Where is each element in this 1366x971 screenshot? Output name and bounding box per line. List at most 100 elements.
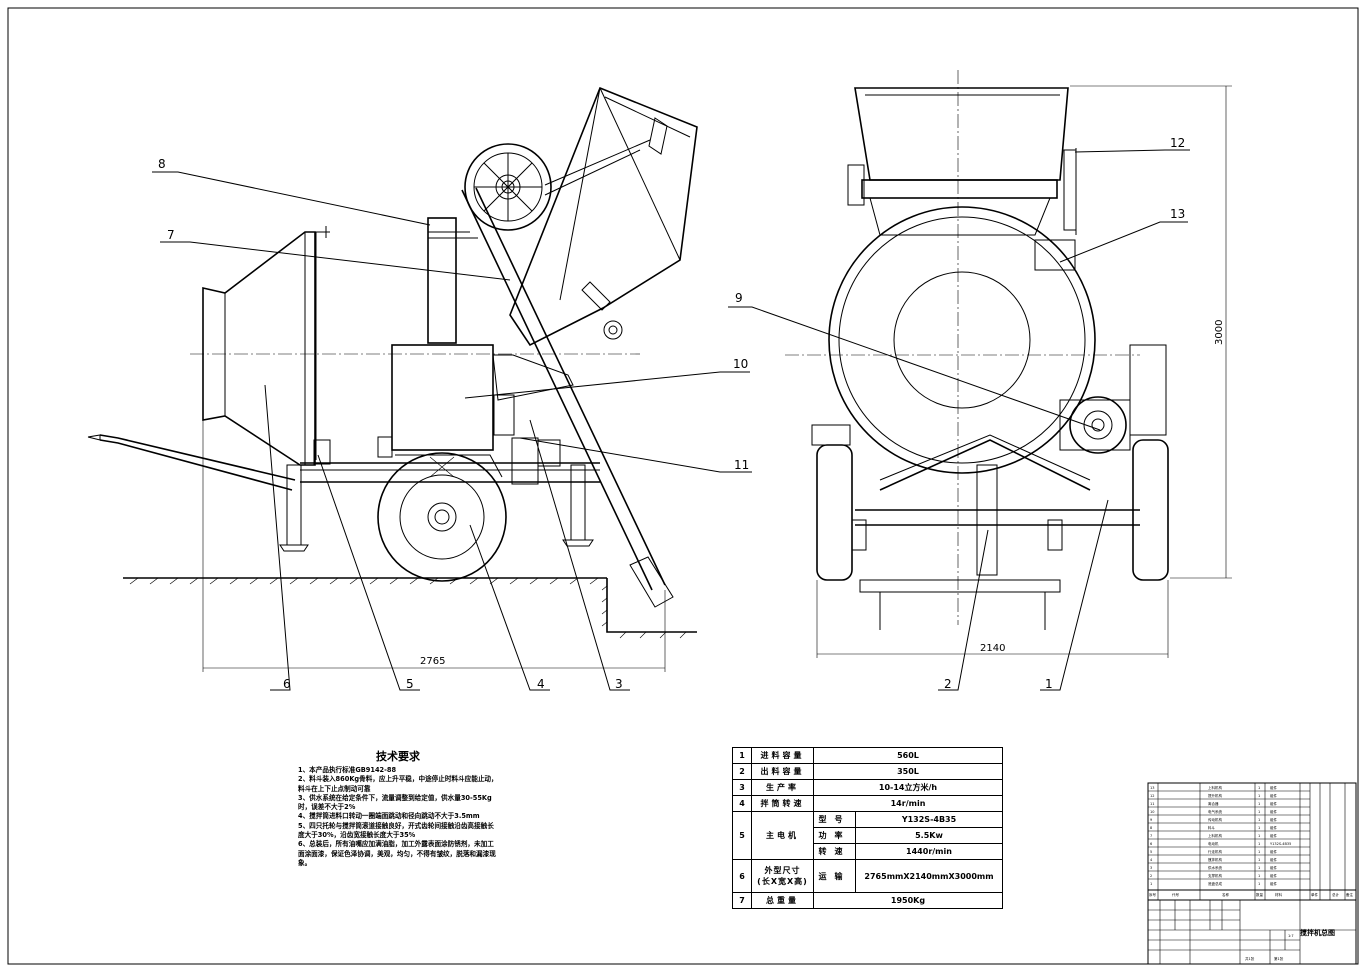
- svg-text:上料机构: 上料机构: [1208, 785, 1223, 790]
- wheel-side: [377, 452, 507, 582]
- requirement-item: 5、四只托轮与搅拌筒滚道接触良好，开式齿轮间接触沿齿高接触长度大于30%，沿齿宽…: [298, 821, 494, 840]
- requirement-item: 6、总装后，所有油嘴应加满油脂，加工外露表面涂防锈剂，未加工面涂面漆，保证色泽协…: [298, 840, 496, 867]
- svg-text:1: 1: [1258, 794, 1260, 798]
- spec-row: 1 进料容量 560L: [732, 747, 1003, 764]
- callout-11: 11: [734, 458, 749, 472]
- svg-text:2: 2: [1150, 874, 1152, 878]
- dim-height: 3000: [1214, 320, 1225, 345]
- side-view: 2765: [87, 86, 698, 672]
- svg-text:料斗: 料斗: [1208, 825, 1216, 830]
- svg-text:名称: 名称: [1222, 892, 1230, 897]
- callout-5: 5: [406, 677, 414, 691]
- spec-row: 7 总重量 1950Kg: [732, 892, 1003, 909]
- requirement-item: 4、搅拌筒进料口转动一圈端面跳动和径向跳动不大于3.5mm: [298, 812, 480, 821]
- svg-text:组件: 组件: [1270, 865, 1278, 870]
- svg-text:单件: 单件: [1311, 892, 1319, 897]
- svg-text:组件: 组件: [1270, 857, 1278, 862]
- svg-text:1: 1: [1258, 874, 1260, 878]
- svg-text:7: 7: [1150, 834, 1152, 838]
- svg-text:序号: 序号: [1149, 892, 1157, 897]
- svg-text:3: 3: [1150, 866, 1152, 870]
- callouts: 8 7 6 5 4 3 10 11 9 12 13 2 1: [152, 136, 1190, 691]
- technical-requirements: 技术要求 1、本产品执行标准GB9142-88 2、料斗装入860Kg骨料，应上…: [298, 748, 498, 868]
- callout-7: 7: [167, 228, 175, 242]
- requirement-item: 2、料斗装入860Kg骨料，应上升平稳，中途停止时料斗应能止动，料斗在上下止点制…: [298, 775, 498, 793]
- winch-drum: [464, 143, 552, 231]
- svg-text:1: 1: [1258, 818, 1260, 822]
- svg-text:离合器: 离合器: [1208, 801, 1219, 806]
- svg-text:提升机构: 提升机构: [1208, 793, 1223, 798]
- wheel-front-left: [816, 444, 853, 581]
- svg-text:1: 1: [1150, 882, 1152, 886]
- svg-text:组件: 组件: [1270, 809, 1278, 814]
- svg-text:电气系统: 电气系统: [1208, 809, 1223, 814]
- sheet-border: [7, 7, 1359, 965]
- skip-hopper: [509, 86, 698, 347]
- dim-side-length: 2765: [420, 656, 445, 667]
- svg-text:电动机: 电动机: [1208, 841, 1219, 846]
- svg-text:总计: 总计: [1332, 892, 1340, 897]
- callout-9: 9: [735, 291, 743, 305]
- title-block-grid: [1147, 782, 1357, 965]
- svg-text:6: 6: [1150, 842, 1152, 846]
- svg-text:1: 1: [1258, 866, 1260, 870]
- svg-text:9: 9: [1150, 818, 1152, 822]
- svg-text:组件: 组件: [1270, 825, 1278, 830]
- svg-text:组件: 组件: [1270, 801, 1278, 806]
- svg-text:支撑机构: 支撑机构: [1208, 873, 1223, 878]
- svg-text:组件: 组件: [1270, 785, 1278, 790]
- callout-13: 13: [1170, 207, 1185, 221]
- svg-text:组件: 组件: [1270, 881, 1278, 886]
- svg-text:11: 11: [1150, 802, 1154, 806]
- callout-6: 6: [283, 677, 291, 691]
- svg-text:1: 1: [1258, 850, 1260, 854]
- svg-text:组件: 组件: [1270, 817, 1278, 822]
- spec-row-motor: 转速 1440r/min: [733, 843, 1003, 860]
- svg-text:1: 1: [1258, 842, 1260, 846]
- svg-text:10: 10: [1150, 810, 1154, 814]
- svg-text:第1张: 第1张: [1274, 956, 1284, 961]
- svg-text:1: 1: [1258, 834, 1260, 838]
- callout-8: 8: [158, 157, 166, 171]
- requirements-list: 1、本产品执行标准GB9142-88 2、料斗装入860Kg骨料，应上升平稳，中…: [298, 766, 498, 868]
- callout-3: 3: [615, 677, 623, 691]
- dim-front-width: 2140: [980, 643, 1005, 654]
- callout-2: 2: [944, 677, 952, 691]
- svg-text:1: 1: [1258, 786, 1260, 790]
- svg-text:传动机构: 传动机构: [1208, 817, 1223, 822]
- svg-text:组件: 组件: [1270, 793, 1278, 798]
- svg-text:13: 13: [1150, 786, 1154, 790]
- svg-text:搅拌机构: 搅拌机构: [1208, 857, 1223, 862]
- svg-text:底盘总成: 底盘总成: [1208, 881, 1223, 886]
- svg-text:数量: 数量: [1256, 892, 1264, 897]
- requirement-item: 3、供水系统在给定条件下，流量调整到给定值，供水量30-55Kg时，误差不大于2…: [298, 793, 492, 812]
- svg-text:材料: 材料: [1275, 892, 1283, 897]
- svg-text:8: 8: [1150, 826, 1152, 830]
- drum-side: [202, 231, 316, 466]
- svg-text:行走机构: 行走机构: [1208, 849, 1223, 854]
- svg-text:代号: 代号: [1172, 892, 1180, 897]
- svg-text:1: 1: [1258, 810, 1260, 814]
- svg-text:上料机构: 上料机构: [1208, 833, 1223, 838]
- spec-table: 1 进料容量 560L 2 出料容量 350L 3 生产率 10-14立方米/h…: [732, 747, 1003, 909]
- callout-1: 1: [1045, 677, 1053, 691]
- svg-text:1: 1: [1258, 826, 1260, 830]
- svg-text:组件: 组件: [1270, 833, 1278, 838]
- callout-10: 10: [733, 357, 748, 371]
- spec-row: 2 出料容量 350L: [732, 763, 1003, 780]
- svg-text:1:7: 1:7: [1288, 934, 1294, 938]
- callout-12: 12: [1170, 136, 1185, 150]
- svg-text:4: 4: [1150, 858, 1153, 862]
- svg-text:1: 1: [1258, 802, 1260, 806]
- svg-text:备注: 备注: [1346, 892, 1354, 897]
- svg-text:组件: 组件: [1270, 873, 1278, 878]
- svg-text:1: 1: [1258, 882, 1260, 886]
- svg-text:5: 5: [1150, 850, 1152, 854]
- front-view: 2140 3000: [785, 70, 1232, 658]
- svg-text:1: 1: [1258, 858, 1260, 862]
- svg-text:供水系统: 供水系统: [1208, 865, 1223, 870]
- callout-4: 4: [537, 677, 545, 691]
- requirement-item: 1、本产品执行标准GB9142-88: [298, 766, 397, 774]
